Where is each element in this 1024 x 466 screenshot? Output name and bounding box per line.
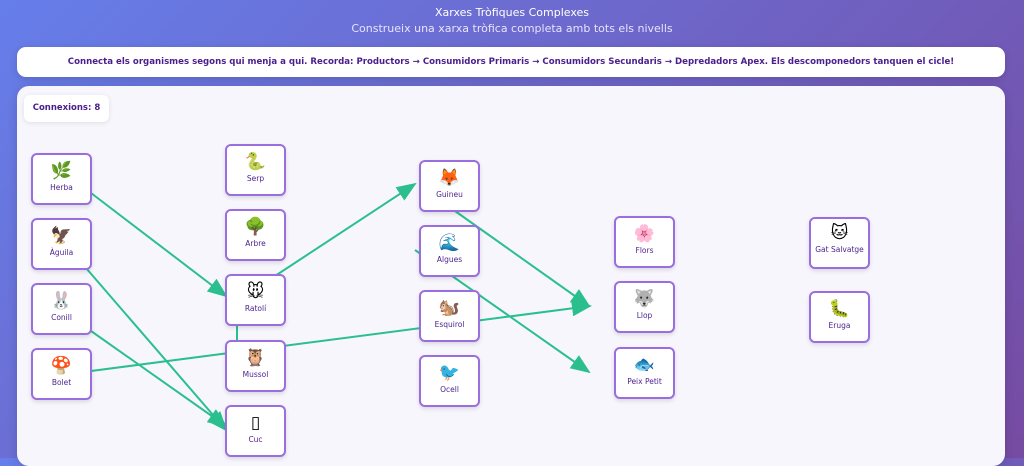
organism-label: Guineu (436, 190, 463, 199)
connection-counter: Connexions: 8 (24, 95, 109, 122)
organism-label: Conill (51, 313, 72, 322)
organism-label: Llop (636, 311, 653, 320)
organism-card-esquirol[interactable]: 🐿️ Esquirol (419, 290, 480, 342)
organism-card-peix[interactable]: 🐟 Peix Petit (614, 347, 675, 399)
organism-card-ocell[interactable]: 🐦 Ocell (419, 355, 480, 407)
organism-card-mussol[interactable]: 🦉 Mussol (225, 340, 286, 392)
organism-card-gat[interactable]: 🐱 Gat Salvatge (809, 217, 870, 269)
organism-label: Eruga (828, 321, 851, 330)
organism-label: Ratolí (244, 304, 267, 313)
arbre-icon: 🌳 (244, 217, 267, 237)
organism-label: Ocell (440, 385, 459, 394)
peix-icon: 🐟 (633, 355, 656, 375)
organism-card-arbre[interactable]: 🌳 Arbre (225, 209, 286, 261)
flors-icon: 🌸 (633, 224, 656, 244)
page-subtitle: Construeix una xarxa tròfica completa am… (351, 22, 673, 35)
organism-card-ratoli[interactable]: 🐭 Ratolí (225, 274, 286, 326)
organism-label: Mussol (242, 370, 269, 379)
mussol-icon: 🦉 (244, 348, 267, 368)
serp-icon: 🐍 (244, 152, 267, 172)
organism-label: Serp (246, 174, 265, 183)
organism-card-aguila[interactable]: 🦅 Àguila (31, 218, 92, 270)
organism-label: Herba (50, 183, 73, 192)
organism-label: Esquirol (434, 320, 465, 329)
food-web-canvas[interactable] (17, 86, 1005, 466)
organism-card-algues[interactable]: 🌊 Algues (419, 225, 480, 277)
esquirol-icon: 🐿️ (438, 298, 461, 318)
aguila-icon: 🦅 (50, 226, 73, 246)
algues-icon: 🌊 (438, 233, 461, 253)
organism-label: Gat Salvatge (815, 245, 864, 254)
organism-label: Flors (635, 246, 654, 255)
page-title: Xarxes Tròfiques Complexes (434, 6, 590, 19)
organism-label: Bolet (51, 378, 72, 387)
organism-card-flors[interactable]: 🌸 Flors (614, 216, 675, 268)
organism-label: Àguila (49, 248, 74, 257)
organism-card-conill[interactable]: 🐰 Conill (31, 283, 92, 335)
organism-card-cuc[interactable]: ▯ Cuc (225, 405, 286, 457)
llop-icon: 🐺 (633, 289, 656, 309)
organism-label: Peix Petit (627, 377, 662, 386)
organism-label: Cuc (248, 435, 263, 444)
organism-card-serp[interactable]: 🐍 Serp (225, 144, 286, 196)
organism-card-llop[interactable]: 🐺 Llop (614, 281, 675, 333)
ocell-icon: 🐦 (438, 363, 461, 383)
conill-icon: 🐰 (50, 291, 73, 311)
organism-label: Arbre (245, 239, 266, 248)
cuc-icon: ▯ (250, 413, 261, 433)
instructions-banner: Connecta els organismes segons qui menja… (17, 47, 1005, 77)
bolet-icon: 🍄 (50, 356, 73, 376)
gat-icon: 🐱 (830, 223, 849, 243)
guineu-icon: 🦊 (438, 168, 461, 188)
ratoli-icon: 🐭 (246, 282, 265, 302)
eruga-icon: 🐛 (828, 299, 851, 319)
organism-card-guineu[interactable]: 🦊 Guineu (419, 160, 480, 212)
organism-label: Algues (436, 255, 463, 264)
organism-card-eruga[interactable]: 🐛 Eruga (809, 291, 870, 343)
herba-icon: 🌿 (50, 161, 73, 181)
organism-card-bolet[interactable]: 🍄 Bolet (31, 348, 92, 400)
organism-card-herba[interactable]: 🌿 Herba (31, 153, 92, 205)
